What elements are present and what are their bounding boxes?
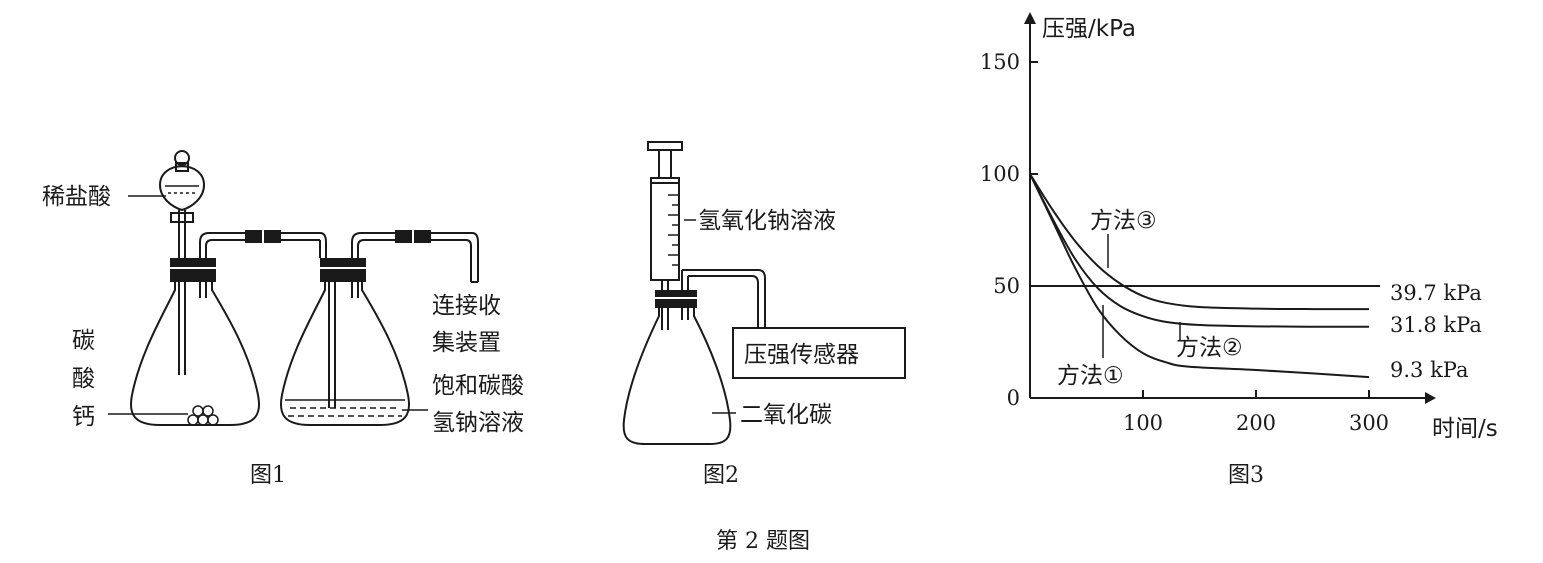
series-method-2-final-value: 31.8 kPa bbox=[1390, 313, 1482, 337]
label-naoh-solution: 氢氧化钠溶液 bbox=[698, 208, 836, 234]
label-nahco3-line1: 饱和碳酸 bbox=[432, 373, 524, 399]
label-hydrochloric-acid: 稀盐酸 bbox=[42, 184, 111, 210]
label-caco3-line1: 碳 bbox=[72, 328, 95, 354]
label-nahco3-line2: 氢钠溶液 bbox=[432, 410, 524, 436]
pressure-time-chart: 压强/kPa 时间/s 0 50 100 150 100 200 300 39.7 kPa 31.8… bbox=[980, 12, 1498, 442]
x-axis-label: 时间/s bbox=[1432, 416, 1498, 442]
x-tick-label: 200 bbox=[1236, 411, 1276, 435]
x-tick-label: 100 bbox=[1123, 411, 1163, 435]
figure3-caption: 图3 bbox=[1228, 463, 1264, 488]
label-caco3-line2: 酸 bbox=[72, 366, 95, 392]
series-method-3-name: 方法③ bbox=[1090, 208, 1157, 234]
y-tick-label: 50 bbox=[993, 274, 1020, 298]
y-axis-label: 压强/kPa bbox=[1042, 16, 1136, 42]
y-tick-label: 100 bbox=[980, 162, 1020, 186]
pressure-sensor-box bbox=[732, 327, 906, 379]
series-method-2-curve bbox=[1029, 173, 1370, 328]
series-method-3-final-value: 39.7 kPa bbox=[1390, 281, 1482, 305]
label-connect-collector-line2: 集装置 bbox=[432, 330, 501, 356]
series-method-1-name: 方法① bbox=[1057, 363, 1124, 389]
label-connect-collector-line1: 连接收 bbox=[432, 293, 501, 319]
label-pressure-sensor: 压强传感器 bbox=[744, 342, 859, 368]
y-tick-label: 150 bbox=[980, 50, 1020, 74]
x-axis-arrow bbox=[1425, 392, 1436, 404]
flask-1 bbox=[108, 195, 320, 426]
series-method-1-curve bbox=[1029, 173, 1370, 379]
figure1-apparatus bbox=[108, 150, 479, 426]
x-tick-label: 300 bbox=[1349, 411, 1389, 435]
figure2-caption: 图2 bbox=[703, 463, 739, 488]
series-method-1-final-value: 9.3 kPa bbox=[1390, 358, 1469, 382]
series-method-3-curve bbox=[1029, 173, 1370, 311]
separatory-funnel bbox=[158, 150, 206, 260]
label-carbon-dioxide: 二氧化碳 bbox=[740, 402, 832, 428]
figure1-caption: 图1 bbox=[250, 463, 286, 488]
flask-2 bbox=[280, 230, 479, 426]
y-tick-label: 0 bbox=[1007, 386, 1020, 410]
y-axis-arrow bbox=[1024, 12, 1036, 24]
main-caption: 第 2 题图 bbox=[716, 529, 810, 554]
figure2-apparatus bbox=[622, 141, 906, 445]
flask-3 bbox=[622, 269, 766, 445]
series-method-2-name: 方法② bbox=[1176, 335, 1243, 361]
label-caco3-line3: 钙 bbox=[72, 404, 95, 430]
